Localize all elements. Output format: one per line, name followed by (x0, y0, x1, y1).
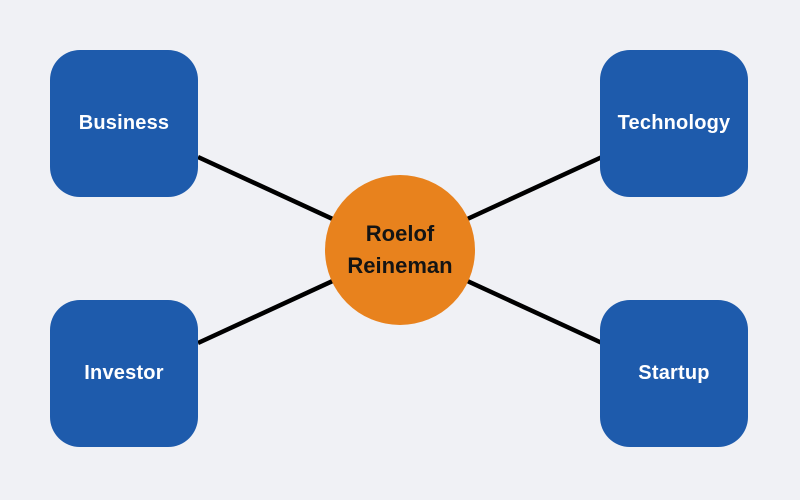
center-label-line1: Roelof (365, 221, 435, 247)
node-investor[interactable]: Investor (50, 300, 198, 447)
node-investor-label: Investor (84, 362, 164, 384)
node-center-roelof-reineman[interactable]: Roelof Reineman (325, 175, 475, 325)
node-business[interactable]: Business (50, 50, 198, 197)
node-technology[interactable]: Technology (600, 50, 748, 197)
node-technology-label: Technology (617, 112, 731, 134)
center-label-line2: Reineman (347, 253, 453, 278)
node-startup-label: Startup (638, 362, 710, 384)
node-business-label: Business (78, 112, 170, 134)
node-startup[interactable]: Startup (600, 300, 748, 447)
